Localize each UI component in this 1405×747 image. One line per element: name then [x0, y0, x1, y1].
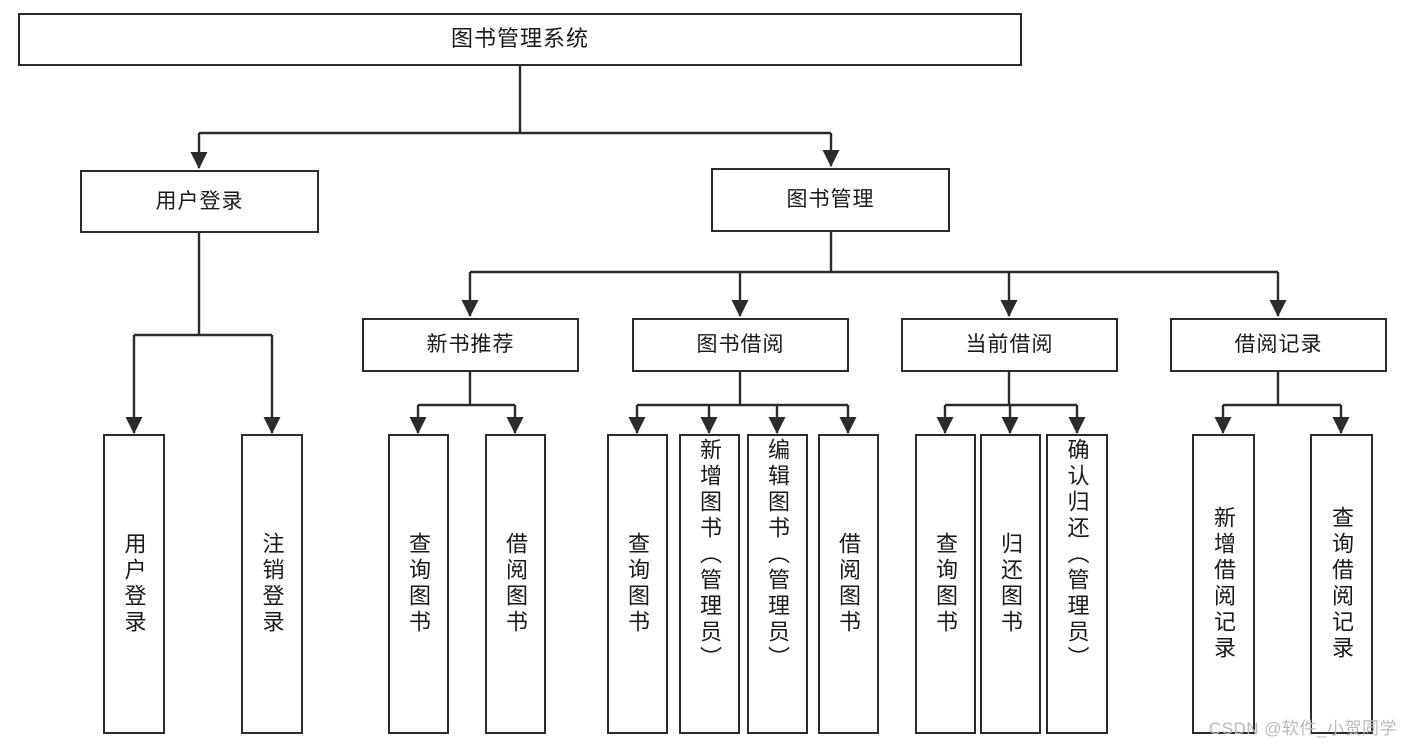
- node-leaf-return-book[interactable]: 归还图书: [980, 434, 1041, 734]
- node-leaf-edit-book[interactable]: 编辑图书（管理员）: [747, 434, 808, 734]
- node-user-login[interactable]: 用户登录: [80, 170, 319, 233]
- node-leaf-query-book-current[interactable]: 查询图书: [915, 434, 976, 734]
- node-label: 当前借阅: [965, 333, 1054, 357]
- node-label: 图书借阅: [696, 333, 785, 357]
- node-label: 新增图书（管理员）: [697, 438, 723, 672]
- node-label: 用户登录: [155, 189, 244, 213]
- node-leaf-add-book[interactable]: 新增图书（管理员）: [679, 434, 740, 734]
- node-label: 查询图书: [406, 532, 432, 636]
- node-book-borrow[interactable]: 图书借阅: [632, 318, 849, 372]
- node-borrow-record[interactable]: 借阅记录: [1170, 318, 1387, 372]
- node-leaf-borrow-book-recommend[interactable]: 借阅图书: [485, 434, 546, 734]
- node-label: 归还图书: [998, 532, 1024, 636]
- node-leaf-confirm-return[interactable]: 确认归还（管理员）: [1046, 434, 1108, 734]
- node-new-book-recommend[interactable]: 新书推荐: [362, 318, 579, 372]
- node-label: 新增借阅记录: [1211, 506, 1237, 662]
- node-label: 用户登录: [121, 532, 147, 636]
- node-leaf-query-book-recommend[interactable]: 查询图书: [388, 434, 449, 734]
- node-leaf-lend-book[interactable]: 借阅图书: [818, 434, 879, 734]
- node-label: 图书管理: [786, 188, 875, 212]
- node-leaf-query-book-borrow[interactable]: 查询图书: [607, 434, 668, 734]
- node-label: 确认归还（管理员）: [1064, 438, 1090, 672]
- node-label: 查询图书: [625, 532, 651, 636]
- node-leaf-query-borrow-record[interactable]: 查询借阅记录: [1310, 434, 1373, 734]
- node-leaf-add-borrow-record[interactable]: 新增借阅记录: [1192, 434, 1255, 734]
- node-label: 图书管理系统: [450, 26, 589, 52]
- node-label: 查询借阅记录: [1329, 506, 1355, 662]
- node-leaf-user-login[interactable]: 用户登录: [103, 434, 165, 734]
- node-label: 注销登录: [259, 532, 285, 636]
- node-label: 借阅图书: [836, 532, 862, 636]
- node-label: 借阅图书: [503, 532, 529, 636]
- node-label: 借阅记录: [1234, 333, 1323, 357]
- node-label: 新书推荐: [426, 333, 515, 357]
- node-root-system[interactable]: 图书管理系统: [18, 13, 1022, 66]
- node-current-borrow[interactable]: 当前借阅: [901, 318, 1118, 372]
- node-leaf-user-logout[interactable]: 注销登录: [241, 434, 303, 734]
- node-label: 编辑图书（管理员）: [765, 438, 791, 672]
- node-label: 查询图书: [933, 532, 959, 636]
- node-book-management[interactable]: 图书管理: [711, 168, 950, 232]
